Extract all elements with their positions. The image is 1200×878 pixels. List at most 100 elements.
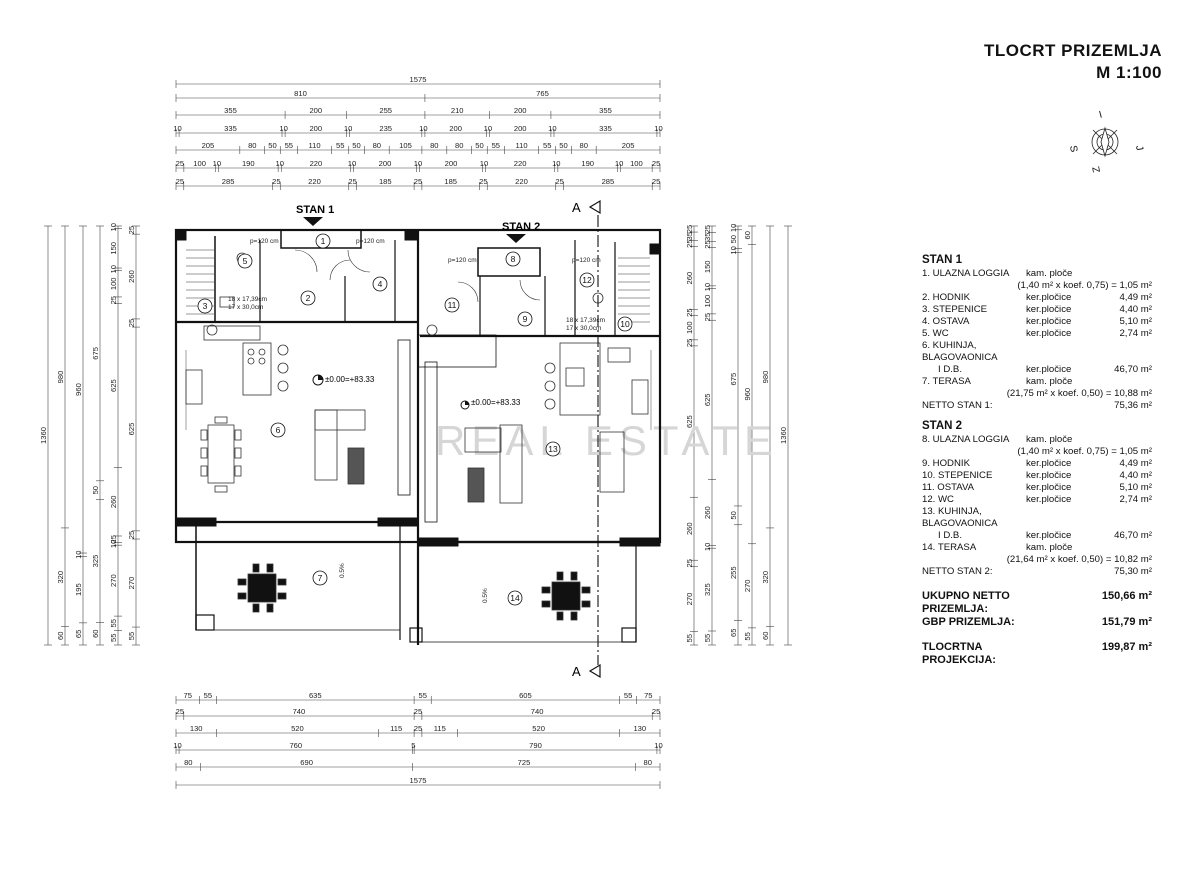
dimension-label: 55 — [204, 691, 212, 700]
room-number: 8 — [511, 254, 516, 264]
stan2-entrance-arrow-icon — [506, 234, 526, 243]
formula-text: (1,40 m² x koef. 0,75) = 1,05 m² — [1017, 280, 1152, 291]
dimension-label: 320 — [761, 571, 770, 584]
level-marker-stan2: ±0.00=+83.33 — [471, 398, 521, 407]
compass: I J Z S — [1067, 110, 1145, 174]
dimension-label: 10 — [109, 540, 118, 548]
room-mat: ker.pločice — [1026, 458, 1072, 469]
dimension-label: 25 — [652, 159, 660, 168]
dimension-label: 10 — [74, 550, 83, 558]
dimension-label: 10 — [654, 124, 662, 133]
room-area: 46,70 m² — [1114, 364, 1152, 375]
room-area — [1096, 542, 1152, 554]
dimension-label: 210 — [451, 106, 464, 115]
room-number-marker — [372, 276, 388, 292]
dimension-label: 220 — [515, 177, 528, 186]
dimension-label: 50 — [91, 486, 100, 494]
dimension-label: 110 — [515, 141, 527, 150]
dimension-label: 10 — [615, 159, 623, 168]
stairs-note-1a: 18 x 17,39cm — [228, 296, 267, 303]
room-name: 7. TERASA — [922, 376, 971, 387]
dimension-label: 25 — [414, 177, 422, 186]
room-mat: ker.pločice — [1026, 304, 1072, 315]
room-name: 3. STEPENICE — [922, 304, 988, 315]
dimension-label: 980 — [56, 371, 65, 384]
room-number-marker — [617, 316, 633, 332]
dimension-label: 200 — [309, 106, 322, 115]
dimension-label: 190 — [242, 159, 255, 168]
dimension-label: 285 — [222, 177, 235, 186]
room-area: 4,40 m² — [1119, 304, 1152, 315]
dimension-label: 75 — [644, 691, 652, 700]
dimension-label: 765 — [536, 89, 549, 98]
dimension-label: 25 — [479, 177, 487, 186]
compass-east-label: J — [1133, 145, 1145, 152]
dimension-label: 100 — [703, 295, 712, 308]
dimension-label: 625 — [685, 415, 694, 428]
room-number: 5 — [243, 256, 248, 266]
legend-formula-row: (1,40 m² x koef. 0,75) = 1,05 m² — [922, 280, 1152, 292]
section-marker-bottom: A — [572, 664, 581, 679]
dimension-label: 35 — [685, 232, 694, 240]
dimension-label: 325 — [91, 555, 100, 568]
dimension-label: 25 — [703, 240, 712, 248]
dimension-label: 10 — [480, 159, 488, 168]
dimension-label: 25 — [685, 308, 694, 316]
room-number-marker — [312, 570, 328, 586]
room-name: NETTO STAN 2: — [922, 566, 993, 577]
stairs-note-2a: 18 x 17,39cm — [566, 317, 605, 324]
stair-notes: 18 x 17,39cm 17 x 30,0cm 18 x 17,39cm 17… — [228, 238, 605, 603]
dimension-label: 255 — [379, 106, 392, 115]
room-area: 4,49 m² — [1119, 292, 1152, 303]
room-area: 2,74 m² — [1119, 494, 1152, 505]
dimension-label: 25 — [685, 225, 694, 233]
dimension-label: 185 — [444, 177, 457, 186]
dimension-label: 960 — [743, 388, 752, 401]
room-number: 13 — [548, 444, 558, 454]
room-number-marker — [270, 422, 286, 438]
dimension-label: 55 — [127, 632, 136, 640]
room-area — [1096, 506, 1152, 530]
dimension-label: 55 — [624, 691, 632, 700]
room-name: 5. WC — [922, 328, 949, 339]
window-width-3: p=120 cm — [448, 257, 477, 264]
dimension-label: 520 — [532, 724, 545, 733]
dimension-label: 220 — [308, 177, 321, 186]
dimension-label: 25 — [348, 177, 356, 186]
dimension-label: 55 — [743, 632, 752, 640]
dimension-label: 25 — [109, 535, 118, 543]
dimension-label: 25 — [414, 724, 422, 733]
room-name: 10. STEPENICE — [922, 470, 993, 481]
dimension-label: 5 — [411, 741, 415, 750]
dimension-label: 60 — [743, 231, 752, 239]
room-area — [1096, 434, 1152, 446]
dimension-label: 50 — [475, 141, 483, 150]
legend-formula-row: (1,40 m² x koef. 0,75) = 1,05 m² — [922, 446, 1152, 458]
legend-room-row: NETTO STAN 1:75,36 m² — [922, 400, 1152, 412]
dimension-label: 25 — [685, 239, 694, 247]
dimension-label: 190 — [581, 159, 594, 168]
dimension-label: 100 — [193, 159, 206, 168]
dimension-label: 740 — [293, 707, 306, 716]
compass-south-label: S — [1067, 145, 1079, 154]
compass-north-label: I — [1098, 110, 1104, 121]
dimension-label: 790 — [529, 741, 542, 750]
dimension-label: 10 — [348, 159, 356, 168]
dimension-label: 960 — [74, 383, 83, 396]
dimension-label: 980 — [761, 371, 770, 384]
building-walls — [174, 228, 662, 645]
dimension-label: 10 — [552, 159, 560, 168]
dimension-label: 205 — [622, 141, 635, 150]
dimension-label: 50 — [268, 141, 276, 150]
room-number: 11 — [448, 300, 457, 310]
dimension-label: 100 — [630, 159, 643, 168]
room-mat: kam. ploče — [1026, 542, 1073, 553]
dimension-label: 10 — [173, 124, 181, 133]
dimension-label: 55 — [543, 141, 551, 150]
